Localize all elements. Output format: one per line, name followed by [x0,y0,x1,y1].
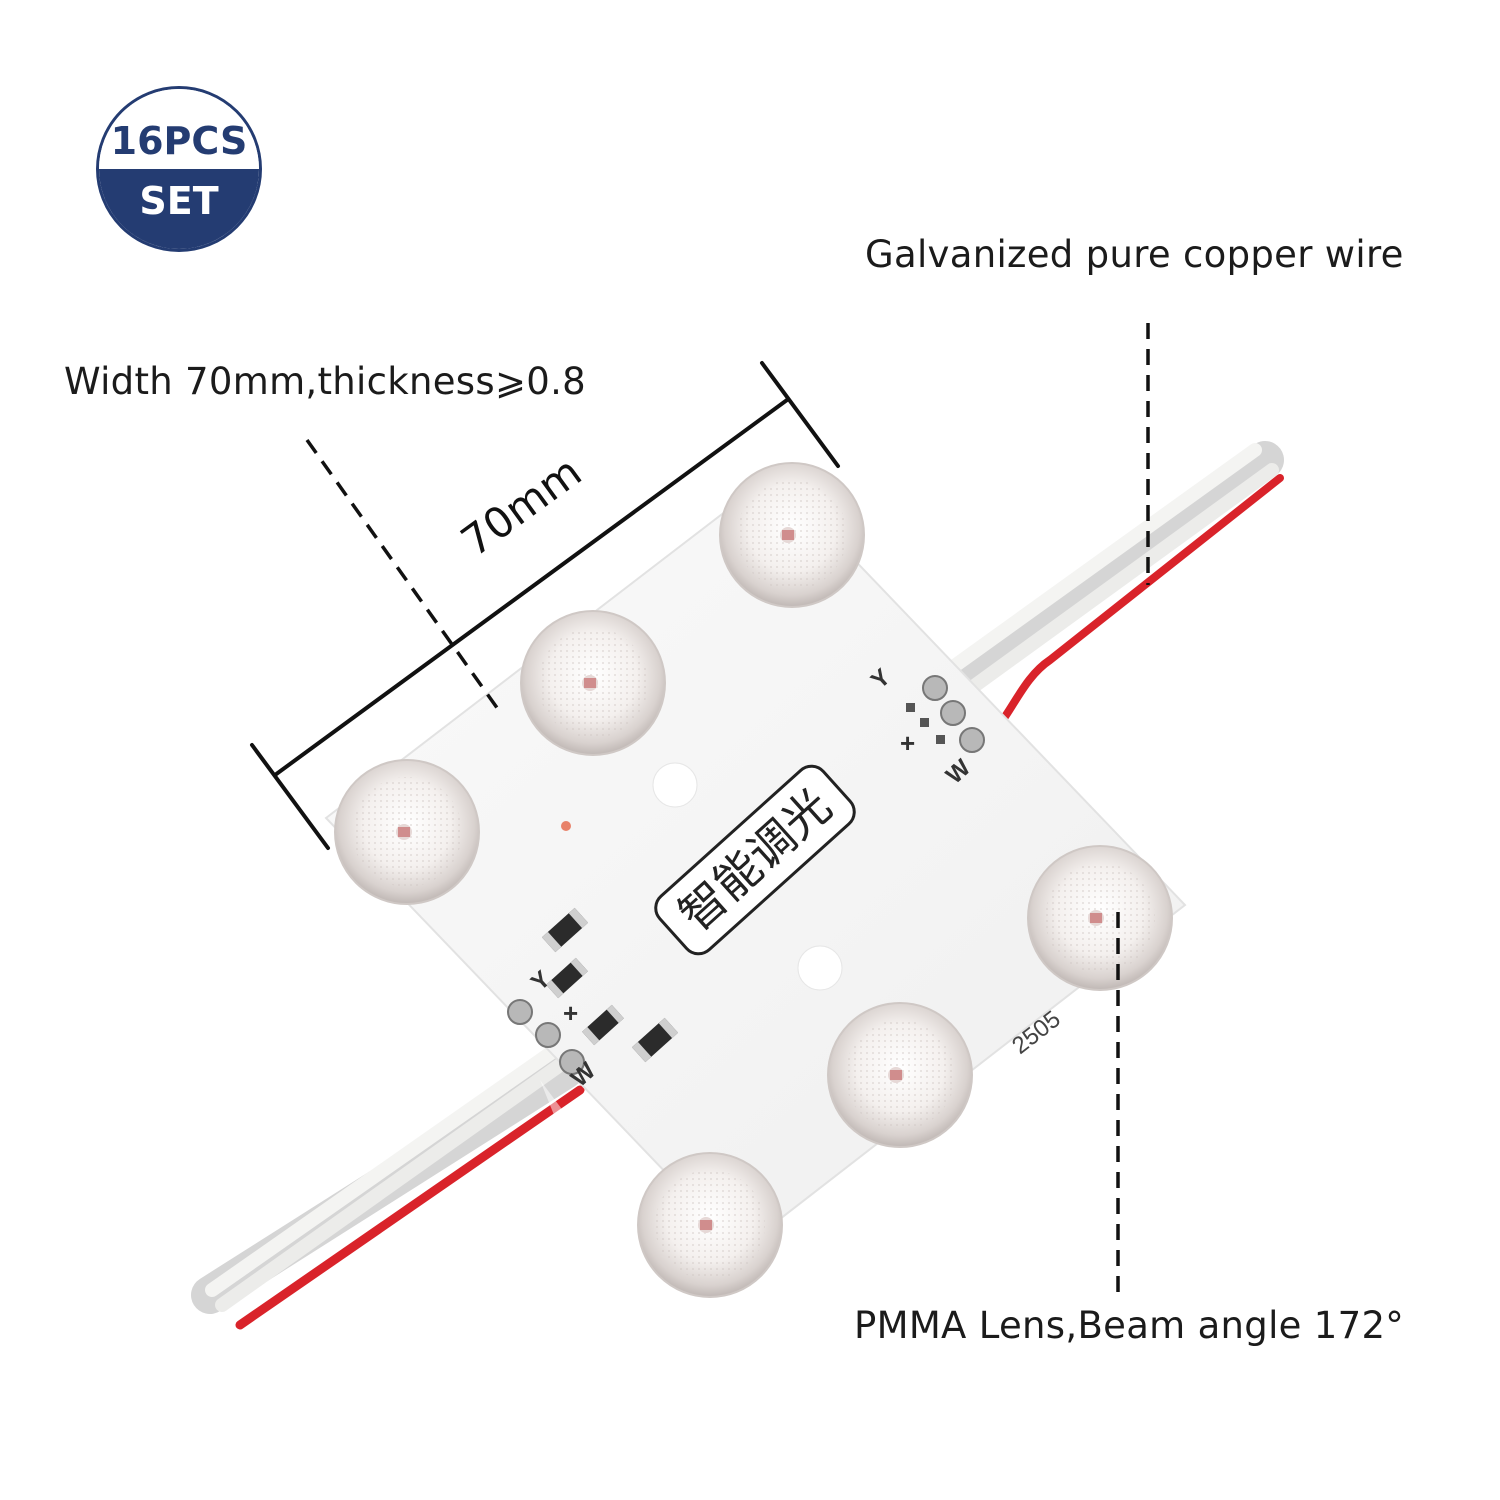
led-lens [719,462,865,608]
pad-label-plus-right: + [900,728,915,758]
led-lens [637,1152,783,1298]
quantity-badge: 16PCS SET [96,86,262,252]
badge-quantity: 16PCS [110,119,248,163]
resistor [541,907,589,953]
label-width: Width 70mm,thickness⩾0.8 [64,360,587,403]
led-lens [827,1002,973,1148]
dimension-line [250,361,840,850]
mount-hole-2 [797,945,843,991]
solder-pads-left [507,999,585,1075]
mount-hole-1 [652,762,698,808]
badge-set: SET [139,179,219,223]
led-lens [1027,845,1173,991]
label-wire: Galvanized pure copper wire [865,233,1404,276]
cable-left [191,1043,585,1330]
resistor [582,1004,624,1046]
led-lens [334,759,480,905]
solder-pads-right [906,675,985,753]
resistor [631,1017,679,1063]
pad-label-plus-left: + [563,998,578,1028]
leader-width [305,438,502,714]
cable-right [926,441,1284,744]
dimension-text: 70mm [452,447,590,566]
indicator-dot [561,821,571,831]
led-lens [520,610,666,756]
label-lens: PMMA Lens,Beam angle 172° [854,1304,1405,1347]
resistor [546,957,588,999]
